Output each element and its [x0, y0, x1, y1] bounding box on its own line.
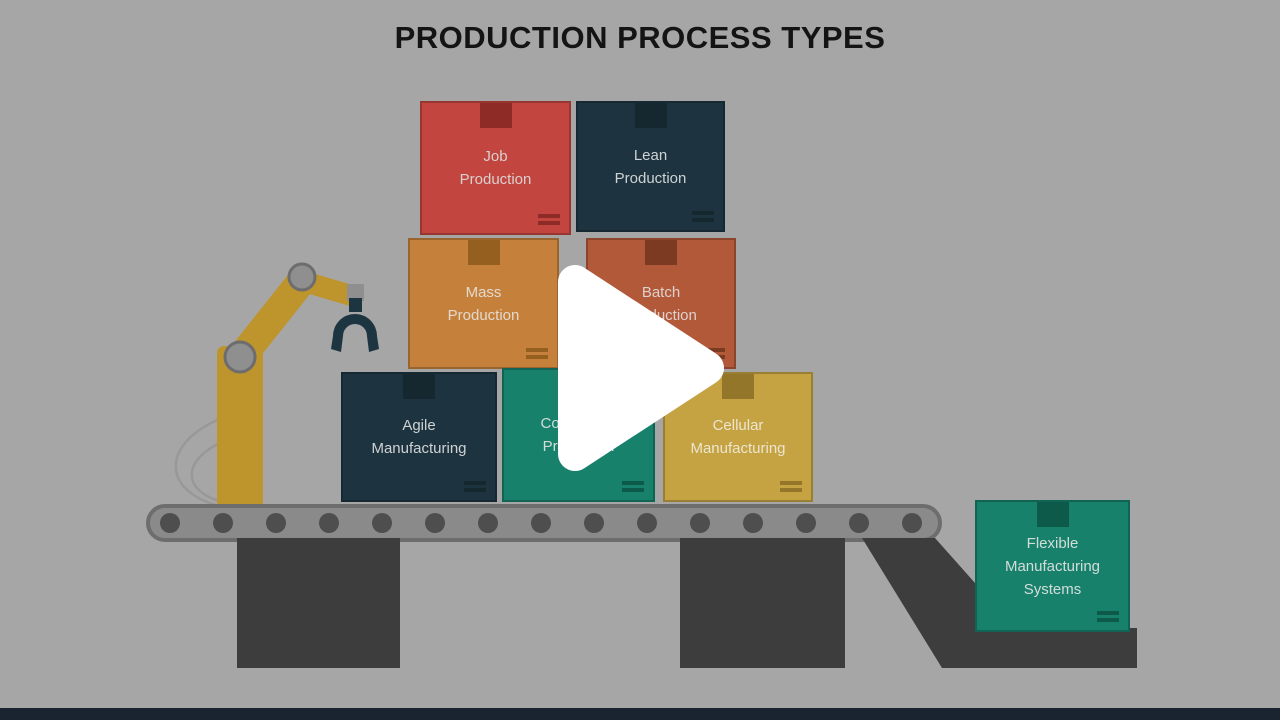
robot-joints-icon — [223, 262, 364, 374]
box-label-line: Production — [459, 171, 532, 188]
play-icon — [558, 265, 724, 471]
box-shipping-lines-icon — [622, 481, 644, 492]
box-flexible-manufacturing-systems: Flexible Manufacturing Systems — [975, 500, 1130, 632]
belt-leg-left — [237, 538, 400, 668]
box-flap-icon — [645, 240, 677, 265]
box-shipping-lines-icon — [1097, 611, 1119, 622]
play-button[interactable] — [545, 250, 745, 486]
box-flap-icon — [634, 103, 667, 128]
box-job-production: Job Production — [420, 101, 571, 235]
conveyor-rollers-icon — [160, 513, 922, 533]
box-label: Flexible Manufacturing Systems — [1005, 532, 1100, 601]
box-label-line: Manufacturing — [690, 440, 786, 457]
robot-cable-icon — [174, 416, 227, 509]
box-shipping-lines-icon — [526, 348, 548, 359]
box-label-line: Job — [483, 148, 508, 165]
box-shipping-lines-icon — [780, 481, 802, 492]
box-agile-manufacturing: Agile Manufacturing — [341, 372, 497, 502]
robot-arm-icon — [217, 268, 356, 508]
box-label: Agile Manufacturing — [371, 414, 466, 460]
box-label: Mass Production — [448, 281, 520, 327]
box-shipping-lines-icon — [464, 481, 486, 492]
box-label-line: Manufacturing — [371, 440, 467, 457]
box-label: Lean Production — [615, 144, 687, 190]
box-flap-icon — [467, 240, 500, 265]
box-shipping-lines-icon — [538, 214, 560, 225]
box-label-line: Agile — [402, 417, 436, 434]
box-flap-icon — [479, 103, 512, 128]
box-label-line: Manufacturing — [1004, 557, 1101, 575]
box-flap-icon — [1036, 502, 1069, 527]
slide-title: PRODUCTION PROCESS TYPES — [394, 20, 886, 55]
box-label-line: Batch — [641, 283, 681, 301]
box-label-line: Cellular — [712, 417, 764, 434]
box-label-line: Production — [614, 169, 687, 187]
box-shipping-lines-icon — [692, 211, 714, 222]
box-label: Cellular Manufacturing — [690, 414, 785, 460]
conveyor-legs-and-chute — [237, 538, 1137, 668]
box-label-line: Flexible — [1026, 534, 1079, 552]
video-progress-bar[interactable] — [0, 708, 1280, 720]
robot-claw-icon — [331, 298, 379, 352]
box-label: Job Production — [460, 145, 532, 191]
box-lean-production: Lean Production — [576, 101, 725, 232]
box-mass-production: Mass Production — [408, 238, 559, 369]
box-flap-icon — [722, 374, 754, 399]
box-label-line: Systems — [1023, 580, 1082, 598]
belt-leg-right — [680, 538, 845, 668]
box-flap-icon — [403, 374, 435, 399]
box-label-line: Mass — [465, 283, 502, 301]
output-chute — [862, 538, 1137, 668]
box-label-line: Lean — [633, 146, 668, 164]
box-label-line: Production — [447, 306, 520, 324]
